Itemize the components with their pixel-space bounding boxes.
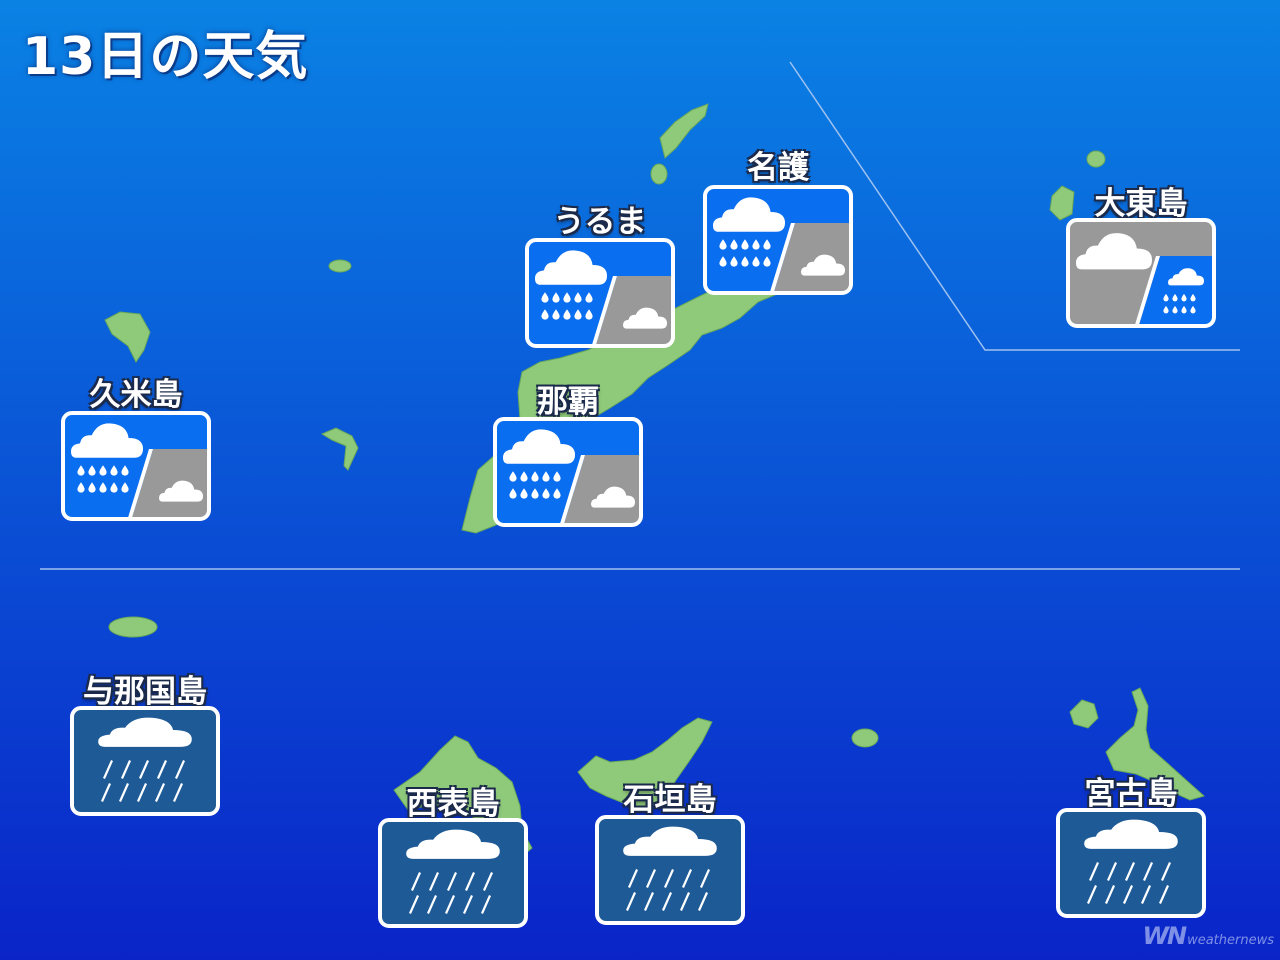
location-label-ishigakijima: 石垣島 bbox=[623, 782, 717, 818]
yonaguni-island bbox=[108, 616, 158, 638]
weather-icon-yonagunijima bbox=[70, 706, 220, 816]
location-label-daitojima: 大東島 bbox=[1094, 186, 1188, 222]
minamidaito-island bbox=[1049, 185, 1075, 221]
kume-island bbox=[104, 311, 151, 363]
map-title: 13日の天気 bbox=[22, 27, 309, 87]
kerama-islands bbox=[320, 427, 359, 471]
location-label-miyakojima: 宮古島 bbox=[1084, 776, 1178, 812]
weathernews-logo: WN bbox=[1142, 922, 1188, 950]
daito-inset-border bbox=[789, 61, 1240, 351]
weather-icon-iriomotejima bbox=[378, 818, 528, 928]
kitadaito-island bbox=[1086, 150, 1106, 168]
weather-icon-daitojima bbox=[1066, 218, 1216, 328]
location-label-iriomotejima: 西表島 bbox=[406, 786, 500, 822]
izena-island bbox=[650, 163, 668, 185]
weather-icon-ishigakijima bbox=[595, 815, 745, 925]
tarama-island bbox=[851, 728, 879, 748]
tonaki-island bbox=[328, 259, 352, 273]
irabu-island bbox=[1069, 699, 1099, 729]
location-label-uruma: うるま bbox=[553, 204, 647, 240]
miyako-island bbox=[1105, 687, 1206, 801]
location-label-yonagunijima: 与那国島 bbox=[83, 674, 207, 710]
weather-icon-kumejima bbox=[61, 411, 211, 521]
weathernews-text: weathernews bbox=[1187, 933, 1274, 948]
weather-icon-uruma bbox=[525, 238, 675, 348]
weather-icon-miyakojima bbox=[1056, 808, 1206, 918]
location-label-nago: 名護 bbox=[747, 150, 809, 186]
weather-icon-naha bbox=[493, 417, 643, 527]
location-label-kumejima: 久米島 bbox=[89, 377, 183, 413]
iheya-island bbox=[659, 103, 709, 159]
weather-icon-nago bbox=[703, 185, 853, 295]
location-label-naha: 那覇 bbox=[537, 384, 599, 420]
ishigaki-island bbox=[577, 717, 713, 809]
